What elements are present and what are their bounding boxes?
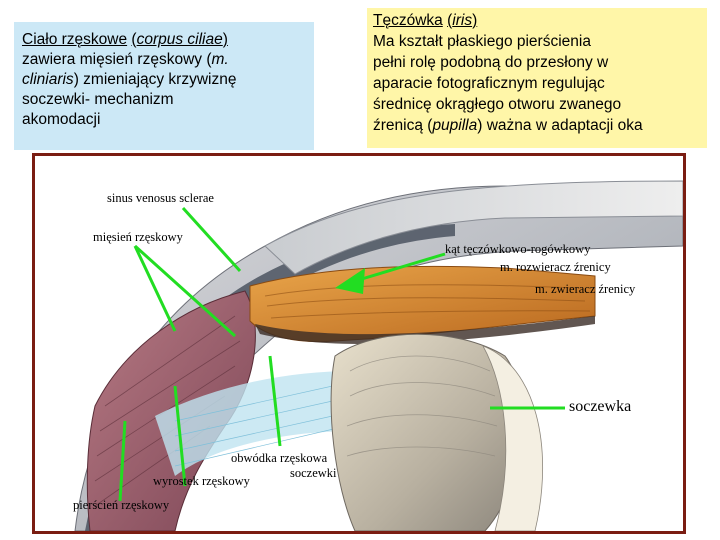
iris-line6-latin: pupilla <box>432 117 477 134</box>
iris-info-box: Tęczówka (iris) Ma kształt płaskiego pie… <box>367 8 707 148</box>
label-zonule-line1: obwódka rzęskowa <box>231 451 327 466</box>
ciliary-line3-text: ) zmieniający krzywiznę <box>74 71 237 88</box>
label-ciliary-muscle: mięsień rzęskowy <box>93 230 183 245</box>
label-sinus-venosus: sinus venosus sclerae <box>107 191 214 206</box>
iris-text-line4: aparacie fotograficznym regulując <box>373 73 701 94</box>
eye-anatomy-illustration <box>35 156 683 531</box>
label-ciliary-process: wyrostek rzęskowy <box>153 474 250 489</box>
ciliary-line3-latin: cliniaris <box>22 71 74 88</box>
label-iridocorneal-angle: kąt tęczówkowo-rogówkowy <box>445 242 590 257</box>
label-zonule-line2: soczewki <box>290 466 337 481</box>
label-sphincter-muscle: m. zwieracz źrenicy <box>535 282 635 297</box>
label-ciliary-ring: pierścień rzęskowy <box>73 498 169 513</box>
ciliary-body-text-line5: akomodacji <box>22 110 306 130</box>
iris-text-line6: źrenicą (pupilla) ważna w adaptacji oka <box>373 115 701 136</box>
ciliary-body-title: Ciało rzęskowe <box>22 31 127 48</box>
iris-line6-text: źrenicą ( <box>373 117 432 134</box>
iris-title: Tęczówka <box>373 12 443 29</box>
label-lens: soczewka <box>569 398 631 416</box>
eye-anatomy-figure: sinus venosus sclerae mięsień rzęskowy k… <box>32 153 686 534</box>
ciliary-body-info-box: Ciało rzęskowe (corpus ciliae) zawiera m… <box>14 22 314 150</box>
ciliary-body-text-line3: cliniaris) zmieniający krzywiznę <box>22 70 306 90</box>
ciliary-line2-latin: m. <box>212 51 229 68</box>
iris-text-line3: pełni rolę podobną do przesłony w <box>373 52 701 73</box>
iris-latin: iris <box>452 12 472 29</box>
ciliary-line2-text: zawiera mięsień rzęskowy ( <box>22 51 212 68</box>
iris-text-line2: Ma kształt płaskiego pierścienia <box>373 31 701 52</box>
iris-line6-text-end: ) ważna w adaptacji oka <box>477 117 642 134</box>
ciliary-body-latin: corpus ciliae <box>137 31 223 48</box>
ciliary-title-close-paren: ) <box>223 31 228 48</box>
ciliary-body-text-line2: zawiera mięsień rzęskowy (m. <box>22 50 306 70</box>
iris-title-line: Tęczówka (iris) <box>373 10 701 31</box>
label-dilator-muscle: m. rozwieracz źrenicy <box>500 260 611 275</box>
iris-title-close-paren: ) <box>472 12 477 29</box>
ciliary-body-title-line: Ciało rzęskowe (corpus ciliae) <box>22 30 306 50</box>
iris-text-line5: średnicę okrągłego otworu zwanego <box>373 94 701 115</box>
ciliary-body-text-line4: soczewki- mechanizm <box>22 90 306 110</box>
